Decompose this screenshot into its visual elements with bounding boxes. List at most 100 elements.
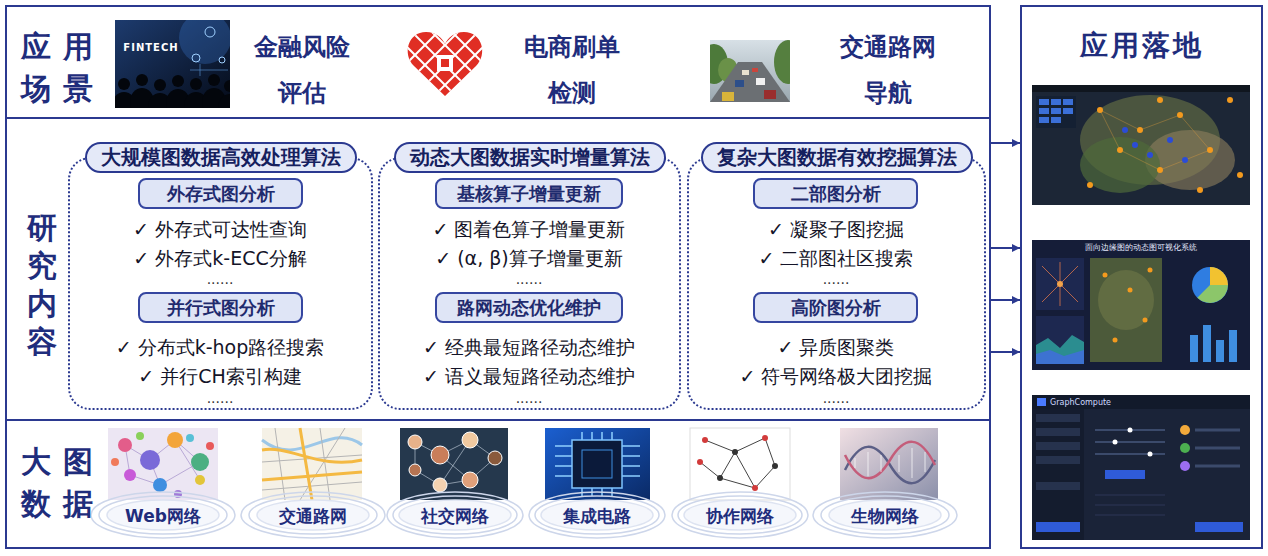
social-network-image-part — [462, 432, 478, 448]
tool-screenshot-part — [1195, 522, 1243, 532]
screenshot-logo: GraphCompute — [1050, 398, 1140, 408]
collaboration-network-image-part — [732, 449, 738, 455]
road-network-image-part — [262, 428, 362, 500]
method-item: ✓ 分布式k-hop路径搜索 — [70, 335, 370, 359]
method-item: ✓ 语义最短路径动态维护 — [379, 364, 679, 388]
shop-logo — [390, 20, 500, 116]
topic-pill: 高阶图分析 — [753, 292, 918, 323]
road-network-image — [262, 428, 362, 500]
ellipsis: ...... — [687, 272, 985, 286]
dashboard-screenshot-part-part — [1190, 335, 1198, 362]
ellipsis: ...... — [379, 391, 679, 405]
collaboration-network-image — [690, 428, 790, 500]
band-section: 应用场景 — [5, 5, 991, 119]
tool-screenshot-part — [1036, 414, 1080, 490]
scenario-name: 金融风险评估 — [247, 24, 357, 116]
social-network-image-part — [488, 451, 502, 465]
ripple-base — [91, 492, 957, 538]
fintech-photo-part — [179, 20, 230, 64]
map-screenshot-part — [1039, 99, 1073, 123]
social-network-image-part — [462, 472, 478, 488]
tool-screenshot — [1032, 395, 1250, 540]
tool-screenshot-part — [1128, 428, 1133, 433]
topic-title: 并行式图分析 — [160, 294, 281, 321]
fintech-photo-part — [192, 54, 200, 62]
social-network-image-part — [433, 478, 447, 492]
shop-logo-part-part — [400, 20, 500, 116]
ripple-base-part — [813, 492, 957, 538]
ripple-base-part — [529, 492, 665, 538]
tool-screenshot-part — [1180, 425, 1190, 435]
map-screenshot-part-part — [1182, 157, 1188, 163]
dashboard-screenshot-part — [1042, 262, 1078, 306]
biology-image-part — [845, 442, 935, 478]
method-item: ✓ 二部图社区搜索 — [687, 246, 985, 270]
dataset-name: 集成电路 — [537, 505, 657, 527]
dashboard-screenshot-part — [1036, 316, 1084, 364]
fintech-photo-part-part — [190, 78, 202, 90]
map-screenshot-part-part — [1097, 107, 1103, 113]
tool-screenshot-part — [1095, 495, 1165, 515]
fintech-photo-part-part — [136, 74, 148, 86]
web-network-image-part — [108, 428, 218, 500]
map-screenshot-part — [1036, 96, 1076, 128]
chip-image-part — [582, 450, 612, 478]
tool-screenshot-part-part — [1036, 442, 1080, 450]
panel-title: 应用落地 — [1022, 27, 1261, 65]
traffic-photo — [710, 40, 790, 102]
collaboration-network-image-part — [702, 437, 708, 443]
chip-image-part — [545, 428, 650, 500]
ripple-base-part — [821, 496, 949, 534]
method-item: ✓ 凝聚子图挖掘 — [687, 217, 985, 241]
web-network-image-part — [111, 458, 119, 466]
web-network-image-part — [124, 469, 136, 481]
map-screenshot-part — [1032, 85, 1250, 92]
fintech-photo-part-part — [224, 80, 230, 92]
social-network-image-part — [415, 440, 495, 485]
map-screenshot-part-part — [1117, 147, 1123, 153]
band-title: 应用场景 — [21, 26, 109, 110]
topic-title: 二部图分析 — [775, 180, 896, 207]
map-screenshot-part-part — [1237, 172, 1243, 178]
topic-pill: 外存式图分析 — [138, 178, 303, 209]
tool-screenshot-part-part — [1036, 456, 1080, 464]
method-item: ✓ 外存式可达性查询 — [70, 217, 370, 241]
photo-caption: FINTECH — [120, 42, 182, 54]
ripple-base-part — [249, 496, 377, 534]
web-network-image-part — [186, 434, 194, 442]
scenario-name: 交通路网导航 — [833, 24, 943, 116]
dashboard-screenshot-part — [1103, 268, 1153, 343]
topic-title: 外存式图分析 — [160, 180, 281, 207]
dashboard-screenshot-part-part — [1103, 273, 1108, 278]
ripple-base-part — [393, 496, 517, 534]
map-screenshot-part-part — [1137, 127, 1143, 133]
traffic-photo-part — [752, 68, 758, 72]
dashboard-screenshot-part — [1090, 258, 1162, 362]
web-network-image-part — [118, 438, 132, 452]
method-item: ✓ 并行CH索引构建 — [70, 364, 370, 388]
dataset-name: Web网络 — [103, 505, 223, 527]
map-screenshot-part-part — [1063, 99, 1073, 105]
shop-logo-part-part — [390, 20, 490, 116]
dashboard-screenshot-part-part — [1203, 325, 1211, 362]
road-network-image-part — [262, 428, 362, 500]
method-item: ✓ 异质图聚类 — [687, 335, 985, 359]
traffic-photo-part — [710, 62, 790, 102]
traffic-photo-part — [735, 80, 744, 87]
map-screenshot-part-part — [1147, 152, 1153, 158]
dashboard-screenshot-part — [1036, 258, 1084, 310]
tool-screenshot-part — [1032, 395, 1250, 409]
ripple-base-part — [241, 492, 385, 538]
map-screenshot-part — [1100, 110, 1210, 170]
method-item: ✓ 图着色算子增量更新 — [379, 217, 679, 241]
map-screenshot-part-part — [1039, 99, 1049, 105]
tool-screenshot-part-part — [1036, 428, 1080, 436]
social-network-image-part — [431, 446, 449, 464]
biology-image-part — [855, 448, 925, 478]
dataset-name: 社交网络 — [395, 505, 515, 527]
connector-arrow — [991, 247, 1020, 249]
shop-logo-part — [441, 59, 449, 67]
fintech-photo — [115, 20, 230, 108]
